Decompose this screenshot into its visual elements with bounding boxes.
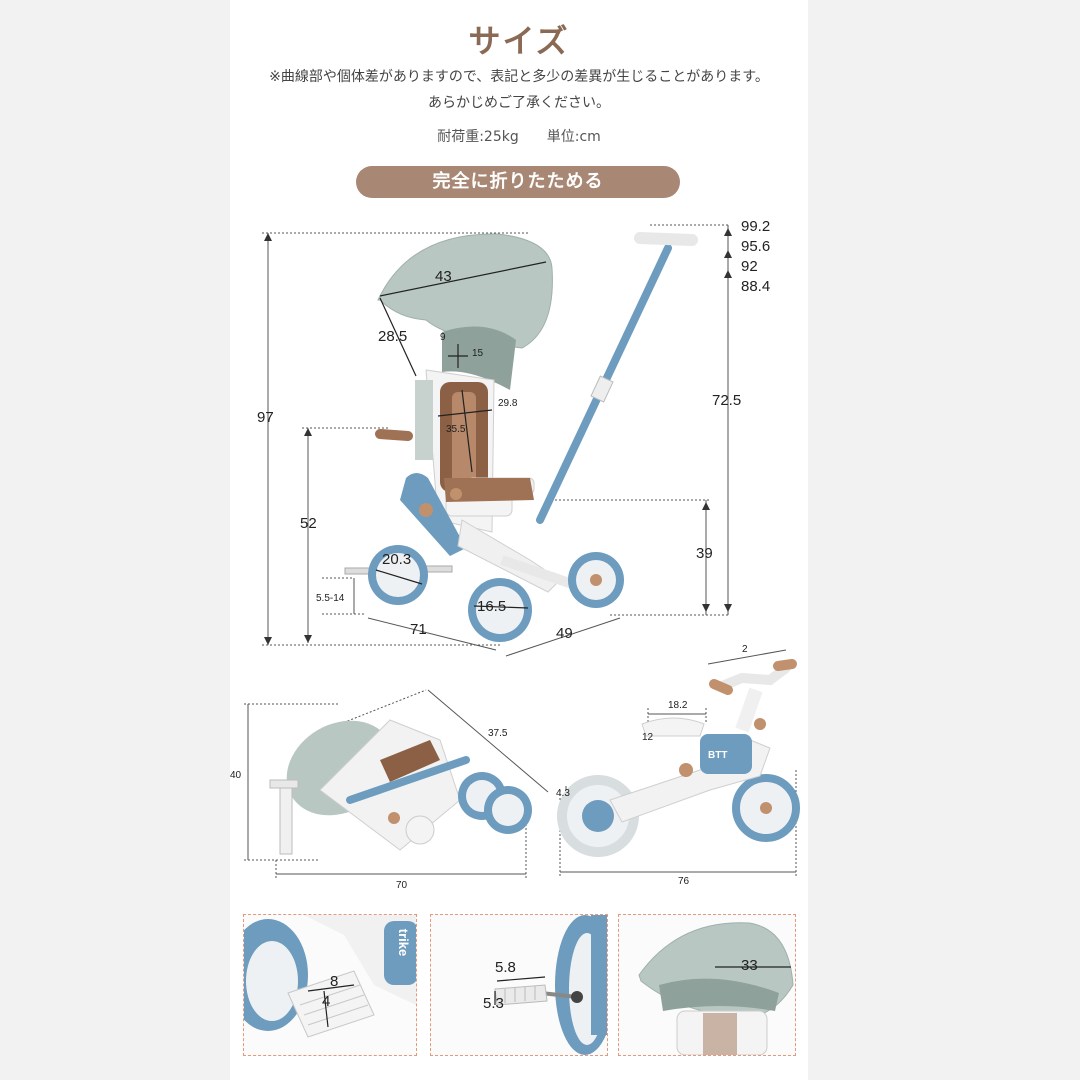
balance-clearance: 4.3 xyxy=(556,788,570,799)
detail-canopy-panel: 33 xyxy=(618,914,796,1056)
canopy-detail-width: 33 xyxy=(741,957,758,974)
footrest-height: 5.5-14 xyxy=(316,593,345,604)
backrest-width-2: 15 xyxy=(472,348,484,359)
footrest-illustration xyxy=(494,915,607,1055)
spec-line: 耐荷重:25kg 単位:cm xyxy=(437,129,601,145)
folded-length: 70 xyxy=(396,880,408,891)
seat-width: 29.8 xyxy=(498,398,518,409)
folded-diagonal: 37.5 xyxy=(488,728,508,739)
detail-footrest-panel: 5.8 5.3 xyxy=(430,914,608,1056)
page-title: サイズ xyxy=(468,22,570,60)
width-dimension: 49 xyxy=(556,625,573,642)
handle-height-88-4: 88.4 xyxy=(741,278,771,295)
disclaimer-line-2: あらかじめご了承ください。 xyxy=(428,95,610,111)
pedal-dim-b: 4 xyxy=(322,993,331,1010)
frame-logo: BTT xyxy=(708,750,728,761)
folded-and-balance-illustration xyxy=(244,649,800,880)
canopy-depth: 28.5 xyxy=(378,328,408,345)
pedal-dim-a: 8 xyxy=(330,973,339,990)
handle-height-95-6: 95.6 xyxy=(741,238,771,255)
seat-height: 52 xyxy=(300,515,317,532)
balance-length: 76 xyxy=(678,876,690,887)
backrest-height: 35.5 xyxy=(446,424,466,435)
canopy-illustration xyxy=(638,922,794,1055)
folded-height: 40 xyxy=(230,770,242,781)
rear-wheel: 16.5 xyxy=(477,598,507,615)
front-wheel: 20.3 xyxy=(382,551,412,568)
pedal-logo: trike xyxy=(396,928,412,957)
balance-seat-length: 18.2 xyxy=(668,700,688,711)
armrest-height: 39 xyxy=(696,545,713,562)
push-bar-height: 72.5 xyxy=(712,392,742,409)
fold-badge: 完全に折りたためる xyxy=(356,166,680,198)
detail-pedal-panel: 8 4 trike xyxy=(243,914,417,1056)
backrest-width-1: 9 xyxy=(440,332,446,343)
length-dimension: 71 xyxy=(410,621,427,638)
total-height: 97 xyxy=(257,409,274,426)
disclaimer-line-1: ※曲線部や個体差がありますので、表記と多少の差異が生じることがあります。 xyxy=(269,69,769,85)
pedal-illustration xyxy=(244,915,416,1038)
handle-height-99-2: 99.2 xyxy=(741,218,771,235)
size-sheet: サイズ ※曲線部や個体差がありますので、表記と多少の差異が生じることがあります。… xyxy=(230,0,808,1080)
footrest-dim-b: 5.3 xyxy=(483,995,504,1012)
balance-handlebar: 2 xyxy=(742,644,748,655)
footrest-dim-a: 5.8 xyxy=(495,959,516,976)
handle-height-92: 92 xyxy=(741,258,758,275)
canopy-width: 43 xyxy=(435,268,452,285)
tricycle-illustration xyxy=(262,224,732,657)
balance-seat-thickness: 12 xyxy=(642,732,654,743)
